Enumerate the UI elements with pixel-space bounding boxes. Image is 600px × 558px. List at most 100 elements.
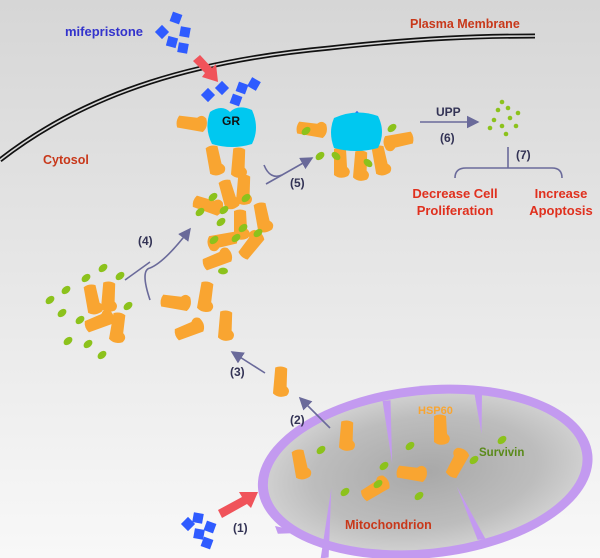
hsp60-molecule — [238, 229, 265, 260]
outcome-bracket — [454, 147, 563, 179]
survivin-molecule — [373, 479, 383, 489]
survivin-molecule — [241, 193, 251, 203]
survivin-molecule — [45, 295, 55, 305]
degraded-survivin-dot — [499, 123, 505, 129]
hsp60-molecule — [174, 317, 205, 341]
drug-entry-arrow — [193, 55, 218, 82]
hsp60-molecule — [100, 281, 117, 312]
mitochondrion-label: Mitochondrion — [345, 518, 432, 532]
hsp60-molecule — [176, 115, 207, 132]
survivin-molecule — [75, 315, 85, 325]
step3-label: (3) — [230, 365, 245, 379]
survivin-molecule — [231, 233, 241, 243]
hsp60-molecule — [445, 447, 470, 479]
degraded-survivin-dot — [495, 107, 501, 113]
survivin-molecule — [316, 445, 326, 455]
step2-label: (2) — [290, 413, 305, 427]
upp-label: UPP — [436, 105, 461, 119]
step7-label: (7) — [516, 148, 531, 162]
degraded-survivin-dot — [505, 105, 511, 111]
outcome-proliferation-line1: Decrease Cell — [412, 186, 497, 201]
hsp60-molecule — [218, 179, 240, 210]
degraded-survivin-dot — [503, 131, 509, 137]
hsp60-molecule — [197, 281, 214, 312]
mifepristone-molecule — [169, 11, 183, 25]
mifepristone-molecule — [193, 528, 205, 540]
survivin-molecule — [315, 151, 325, 161]
outcome-proliferation-line2: Proliferation — [417, 203, 494, 218]
mifepristone-molecule — [177, 42, 189, 54]
hsp60-molecule — [396, 465, 427, 482]
mifepristone-molecule — [165, 35, 179, 49]
hsp60-molecule — [253, 202, 274, 233]
hsp60-molecule — [84, 309, 115, 333]
hsp60-molecule — [371, 145, 392, 176]
step5-label: (5) — [290, 176, 305, 190]
survivin-molecule — [238, 223, 248, 233]
survivin-molecule — [208, 192, 218, 202]
degraded-survivin-dot — [513, 123, 519, 129]
outcome-apoptosis-line2: Apoptosis — [529, 203, 593, 218]
mito-entry-arrow — [218, 492, 258, 518]
survivin-molecule — [209, 235, 219, 245]
red-arrows — [193, 55, 258, 518]
survivin-molecule — [81, 273, 91, 283]
survivin-molecule — [253, 228, 263, 238]
step4-label: (4) — [138, 234, 153, 248]
survivin-molecule — [218, 267, 228, 275]
arrow-step2 — [298, 396, 331, 429]
hsp60-molecule — [383, 131, 414, 152]
mifepristone-molecule — [180, 516, 196, 532]
hsp60-molecule — [83, 284, 104, 315]
hsp60-molecule — [109, 312, 126, 343]
mifepristone-molecule — [203, 520, 217, 534]
outcome-apoptosis-line1: Increase — [535, 186, 588, 201]
hsp60-label: HSP60 — [418, 405, 453, 417]
survivin-molecule — [63, 336, 73, 346]
survivin-molecule — [216, 217, 226, 227]
arrow-step3 — [230, 351, 266, 374]
hsp60-molecule — [205, 145, 226, 176]
pathway-arrows — [124, 115, 563, 429]
hsp60-molecule — [434, 414, 450, 445]
survivin-molecule — [469, 455, 479, 465]
hsp60-molecule — [291, 449, 312, 480]
survivin-molecule — [301, 126, 311, 136]
survivin-molecule — [414, 491, 424, 501]
hsp60-molecule — [234, 209, 250, 240]
survivin-molecule — [340, 487, 350, 497]
mifepristone-molecule — [229, 93, 243, 107]
cytosol-label: Cytosol — [43, 153, 89, 167]
survivin-molecule — [363, 158, 373, 168]
degraded-survivin-dot — [491, 117, 497, 123]
survivin-molecule — [57, 308, 67, 318]
gr-label: GR — [222, 114, 240, 128]
degraded-survivin-dot — [499, 99, 505, 105]
step6-label: (6) — [440, 131, 455, 145]
survivin-molecule — [195, 207, 205, 217]
arrow-step4 — [144, 227, 191, 301]
hsp60-molecule — [160, 294, 191, 311]
survivin-molecule — [115, 271, 125, 281]
step1-label: (1) — [233, 521, 248, 535]
survivin-molecule — [97, 350, 107, 360]
survivin-molecule — [497, 435, 507, 445]
hsp60-molecule — [360, 475, 390, 502]
survivin-molecule — [83, 339, 93, 349]
survivin-molecule — [123, 301, 133, 311]
survivin-molecule — [387, 123, 397, 133]
mifepristone-molecule — [192, 512, 204, 524]
hsp60-molecule — [202, 247, 233, 271]
degraded-survivin-dot — [515, 110, 521, 116]
membrane-label: Plasma Membrane — [410, 17, 520, 31]
glucocorticoid-receptor — [207, 107, 382, 151]
hsp60-molecule — [230, 147, 247, 178]
mifepristone-molecule — [235, 81, 249, 95]
survivin-molecule — [98, 263, 108, 273]
drug-label: mifepristone — [65, 24, 143, 39]
survivin-molecule — [405, 441, 415, 451]
hsp60-molecule — [192, 195, 224, 216]
degraded-survivin-dot — [507, 115, 513, 121]
hsp60-molecule — [217, 310, 234, 341]
